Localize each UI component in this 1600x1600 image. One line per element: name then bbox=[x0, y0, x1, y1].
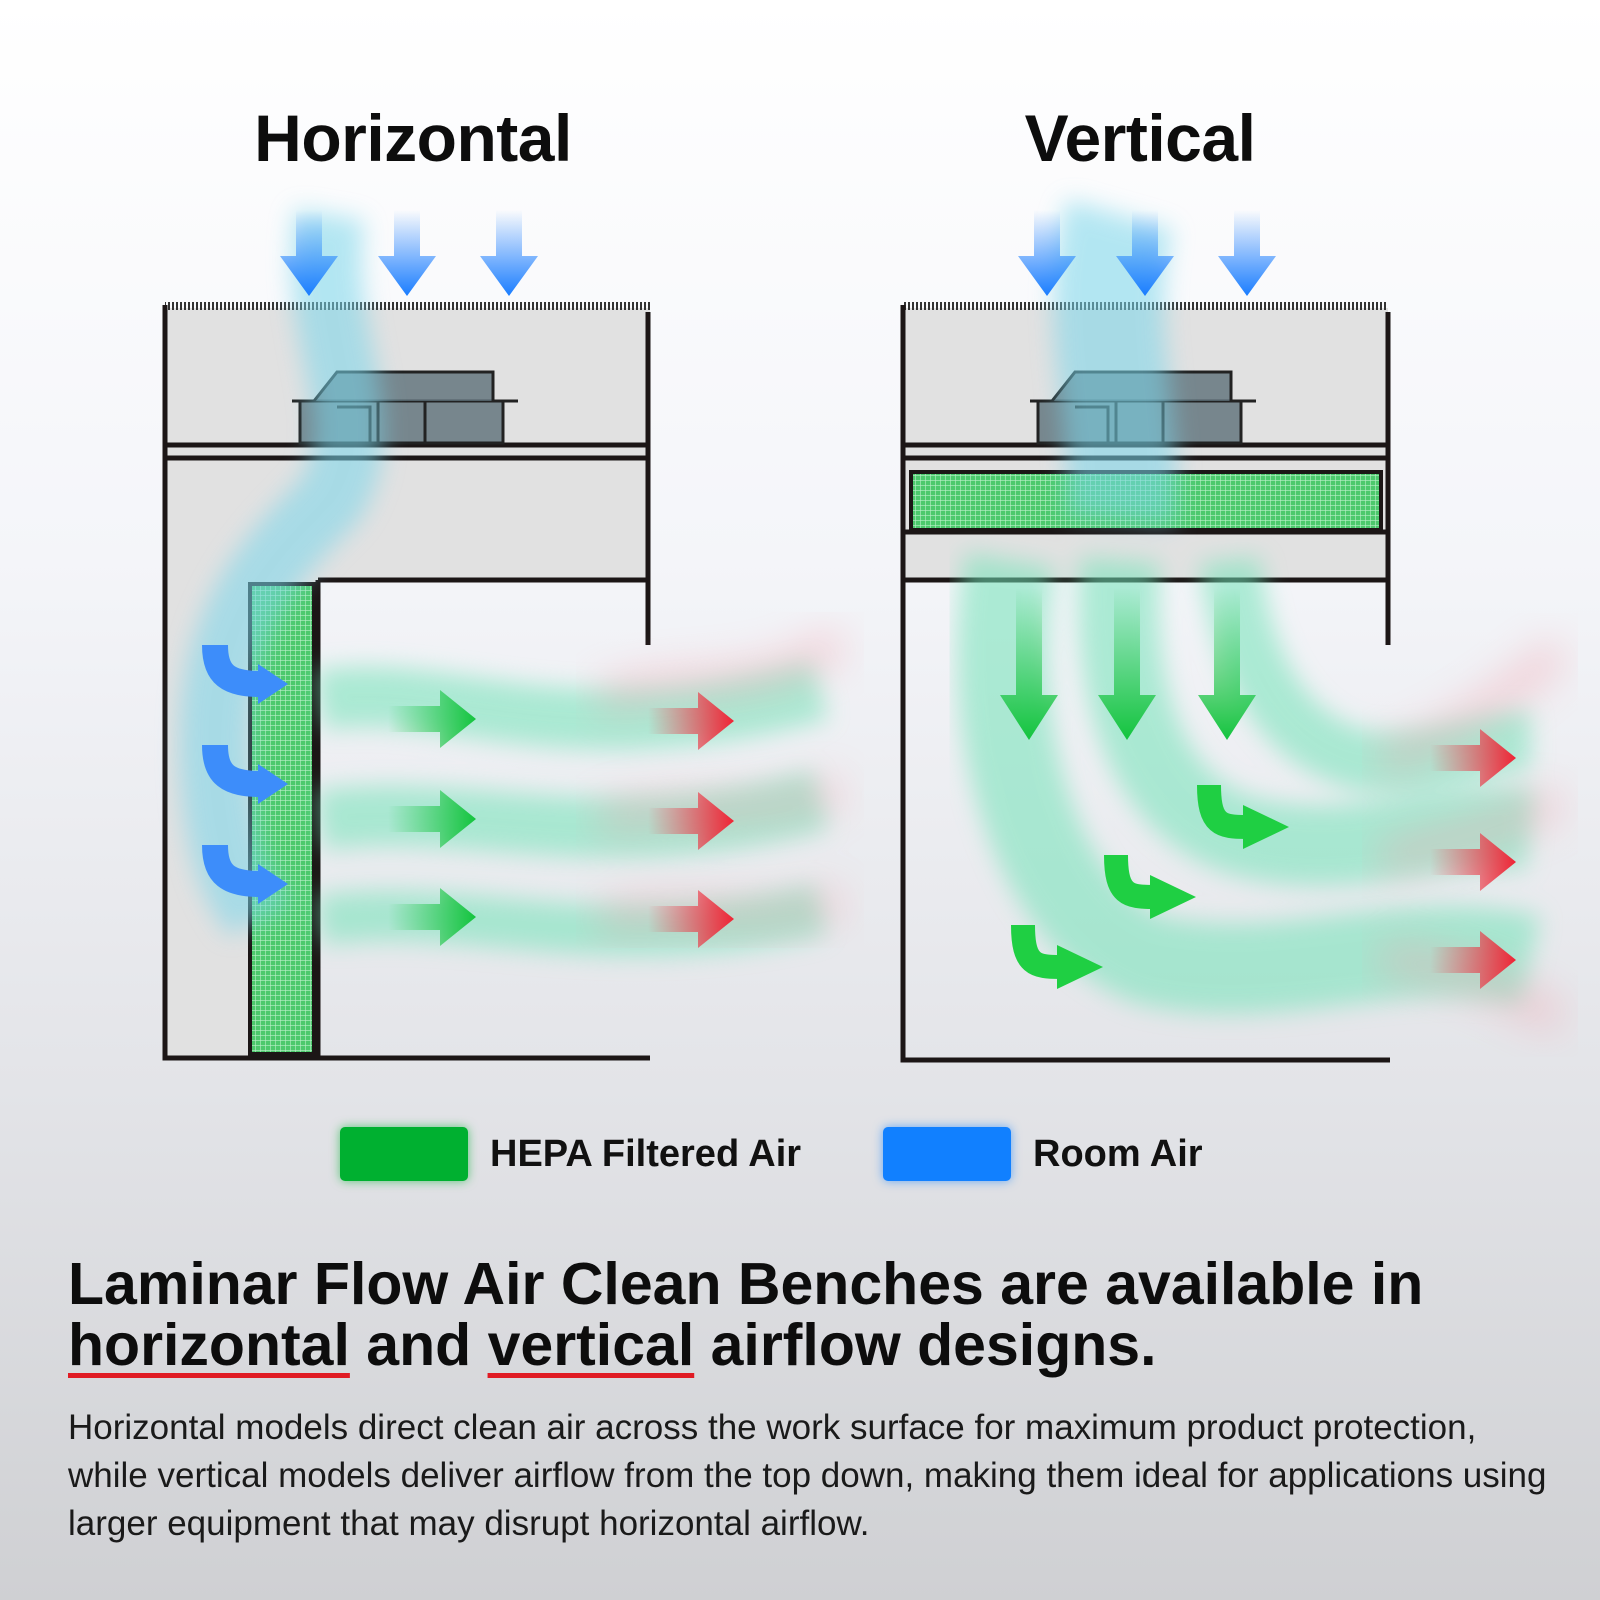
vertical-exhaust-haze bbox=[1375, 638, 1570, 1034]
legend-hepa-swatch bbox=[340, 1127, 468, 1181]
arrow-right-icon bbox=[1430, 931, 1516, 989]
legend-room-label: Room Air bbox=[1033, 1132, 1203, 1175]
headline-part3: airflow designs. bbox=[694, 1312, 1157, 1378]
arrow-right-icon bbox=[388, 790, 476, 848]
curved-arrow-icon bbox=[202, 844, 288, 904]
arrow-down-icon bbox=[480, 210, 538, 296]
legend-room: Room Air bbox=[883, 1126, 1203, 1182]
headline-part2: and bbox=[349, 1312, 488, 1378]
horizontal-hepa-filter bbox=[248, 582, 316, 1056]
legend-hepa: HEPA Filtered Air bbox=[340, 1126, 801, 1182]
curved-arrow-icon bbox=[202, 644, 288, 704]
legend-room-swatch bbox=[883, 1127, 1011, 1181]
airflow-diagram bbox=[162, 199, 1570, 1063]
headline-vertical-word: vertical bbox=[487, 1312, 695, 1378]
vertical-title: Vertical bbox=[1024, 101, 1256, 175]
arrow-right-icon bbox=[1430, 729, 1516, 787]
arrow-down-icon bbox=[1116, 210, 1174, 296]
curved-arrow-icon bbox=[1011, 924, 1103, 989]
arrow-right-icon bbox=[1430, 833, 1516, 891]
arrow-down-icon bbox=[1198, 588, 1256, 740]
horizontal-title: Horizontal bbox=[254, 101, 572, 175]
room-air-intake-arrows-vertical bbox=[1018, 210, 1276, 296]
arrow-down-icon bbox=[1218, 210, 1276, 296]
exhaust-arrows-horizontal bbox=[648, 692, 734, 948]
body-paragraph: Horizontal models direct clean air acros… bbox=[68, 1408, 1547, 1543]
headline-part1: Laminar Flow Air Clean Benches are avail… bbox=[68, 1251, 1424, 1317]
exhaust-arrows-vertical bbox=[1430, 729, 1516, 989]
arrow-right-icon bbox=[648, 792, 734, 850]
legend-hepa-label: HEPA Filtered Air bbox=[490, 1132, 802, 1175]
hepa-air-down-arrows-vertical bbox=[1000, 588, 1256, 740]
headline-horizontal-word: horizontal bbox=[68, 1312, 350, 1378]
room-air-filter-arrows bbox=[202, 644, 288, 904]
arrow-right-icon bbox=[388, 690, 476, 748]
horizontal-top-grille bbox=[165, 302, 650, 310]
arrow-right-icon bbox=[648, 692, 734, 750]
hepa-air-deflect-arrows-vertical bbox=[1011, 784, 1289, 989]
curved-arrow-icon bbox=[1104, 854, 1196, 919]
room-air-intake-arrows-horizontal bbox=[280, 210, 538, 296]
curved-arrow-icon bbox=[202, 744, 288, 804]
arrow-down-icon bbox=[378, 210, 436, 296]
arrow-right-icon bbox=[388, 888, 476, 946]
headline: Laminar Flow Air Clean Benches are avail… bbox=[68, 1254, 1548, 1376]
arrow-down-icon bbox=[1018, 210, 1076, 296]
arrow-down-icon bbox=[1098, 588, 1156, 740]
arrow-down-icon bbox=[280, 210, 338, 296]
arrow-down-icon bbox=[1000, 588, 1058, 740]
hepa-air-arrows-horizontal bbox=[388, 690, 476, 946]
arrow-right-icon bbox=[648, 890, 734, 948]
curved-arrow-icon bbox=[1197, 784, 1289, 849]
